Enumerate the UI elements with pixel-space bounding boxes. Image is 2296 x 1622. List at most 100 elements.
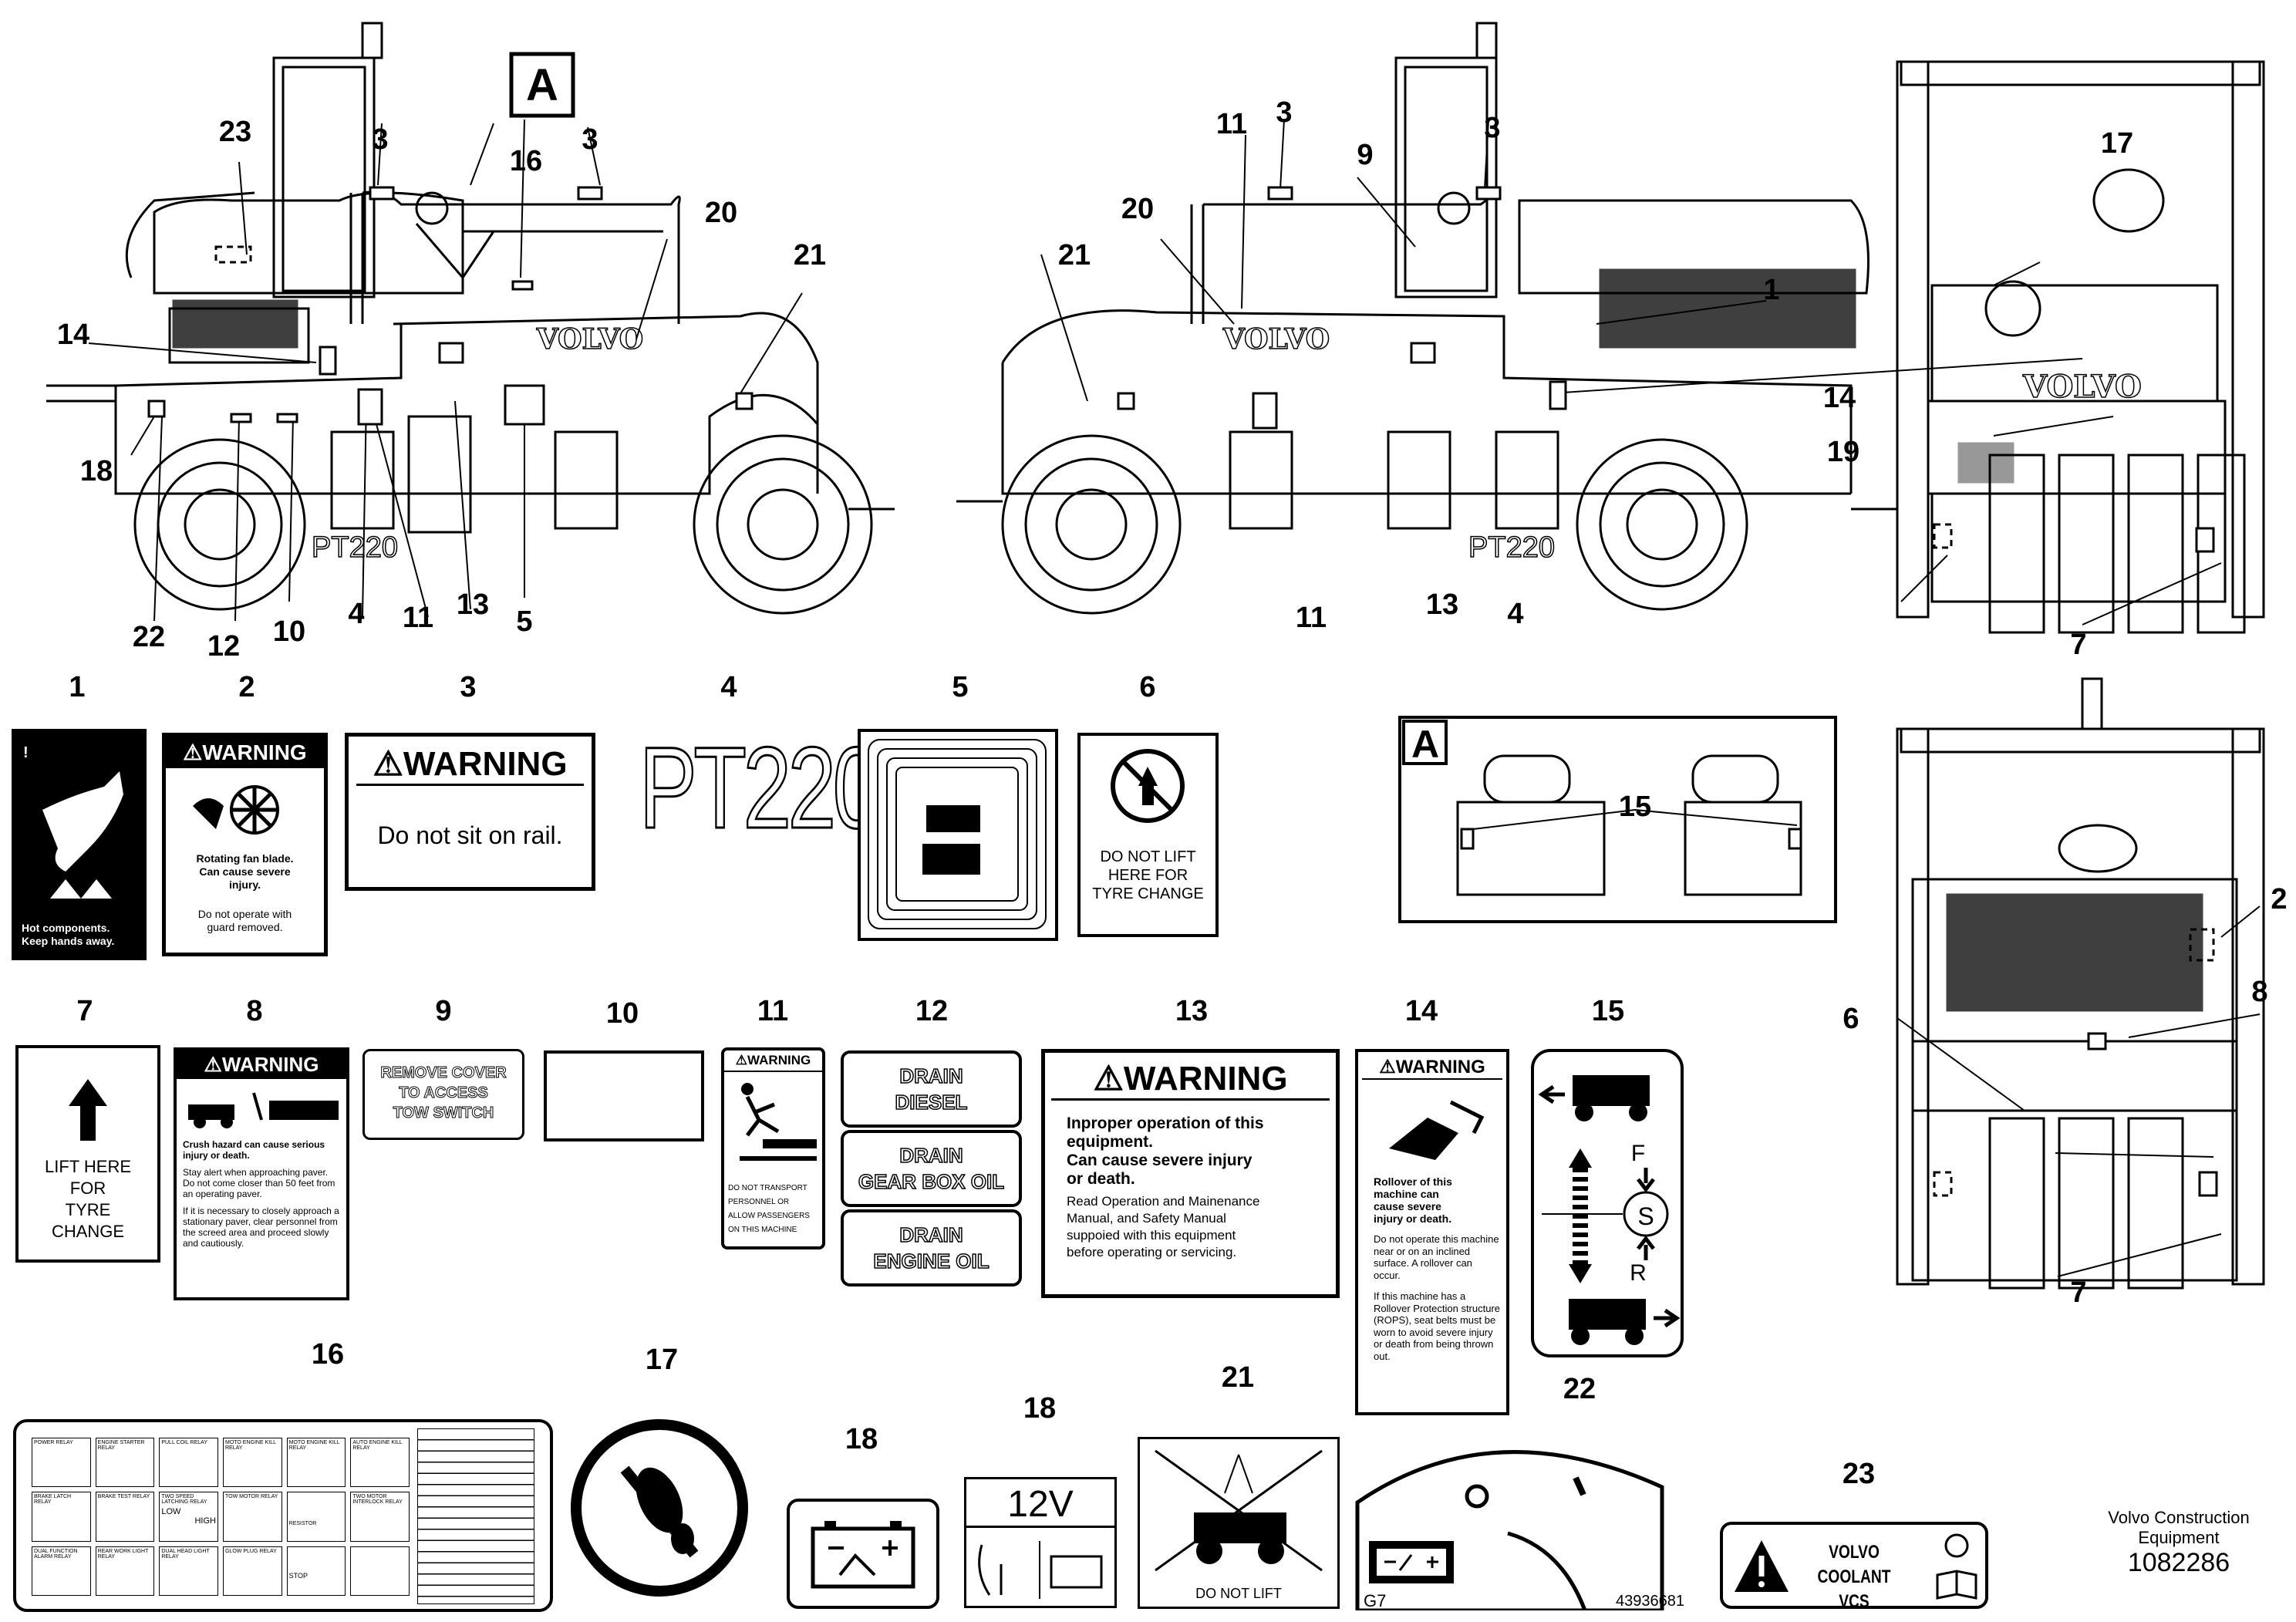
relay-cell: STOP [286, 1546, 346, 1596]
decal-11-number: 11 [757, 995, 789, 1027]
callout-19: 19 [1826, 436, 1860, 468]
decal-3-number: 3 [460, 671, 477, 703]
decal-1-hot-components: ! Hot components. Keep hands away. [12, 729, 147, 960]
decal-18a-battery-switch [787, 1499, 939, 1609]
footer: Volvo Construction Equipment 1082286 [2094, 1508, 2264, 1578]
decal-2-line3: injury. [229, 878, 261, 891]
decal-13-b2: equipment. [1067, 1133, 1154, 1151]
decal-14-header: ⚠WARNING [1362, 1056, 1502, 1080]
decal-7-line3: TYRE [65, 1200, 111, 1219]
decal-13-n3: suppоied with this equipment [1067, 1228, 1236, 1243]
decal-7-line4: CHANGE [51, 1222, 125, 1241]
decal-22-part: 43936681 [1616, 1593, 1684, 1610]
callout-12: 12 [207, 630, 241, 663]
decal-1-number: 1 [69, 671, 86, 703]
callout-14: 14 [56, 319, 90, 351]
footer-line2: Equipment [2138, 1528, 2220, 1547]
decal-12-number: 12 [915, 995, 949, 1027]
rollover-icon [1389, 1100, 1485, 1160]
relay-high: HIGH [194, 1516, 216, 1526]
decal-14-b3: cause severe [1374, 1200, 1441, 1212]
callout-10: 10 [272, 615, 306, 648]
exclamation-icon: ! [23, 744, 29, 761]
decal-9-line1: REMOVE COVER [380, 1064, 507, 1082]
callout-20: 20 [704, 197, 738, 229]
decal-12-drain-diesel: DRAIN DIESEL [841, 1050, 1022, 1128]
relay-cell: DUAL FUNCTION ALARM RELAY [32, 1546, 91, 1596]
relay-cell: TWO SPEED LATCHING RELAY LOW HIGH [159, 1492, 218, 1542]
front-view [1896, 60, 2265, 634]
relay-cell: AUTO ENGINE KILL RELAY [350, 1438, 410, 1488]
relay-resistor: RESISTOR [288, 1521, 317, 1527]
relay-cell: BRAKE TEST RELAY [95, 1492, 155, 1542]
callout-4: 4 [1507, 598, 1524, 630]
callout-3: 3 [1484, 112, 1501, 144]
decal-15-r: R [1630, 1260, 1647, 1286]
decal-16-relay-chart: POWER RELAY ENGINE STARTER RELAY PULL CO… [13, 1419, 553, 1612]
relay-cell: RESISTOR [286, 1492, 346, 1542]
decal-11-line1: DO NOT TRANSPORT [728, 1184, 807, 1192]
callout-3: 3 [582, 123, 598, 156]
decal-13-b1: Inproper operation of this [1067, 1114, 1264, 1132]
hand-burn-icon [42, 771, 123, 899]
decal-13-b3: Can cause severe injury [1067, 1152, 1253, 1169]
callout-22: 22 [132, 621, 166, 653]
footer-code: 1082286 [2127, 1548, 2230, 1577]
fan-blade-icon [193, 785, 279, 835]
decal-8-number: 8 [246, 995, 263, 1027]
decal-3-body: Do not sit on rail. [377, 821, 563, 849]
model-badge-right: PT220 [1468, 531, 1555, 564]
decal-13-number: 13 [1175, 995, 1209, 1027]
detail-a-letter: A [1411, 723, 1439, 766]
relay-cell: REAR WORK LIGHT RELAY [95, 1546, 155, 1596]
relay-cell: DUAL HEAD LIGHT RELAY [159, 1546, 218, 1596]
falling-person-icon [740, 1083, 817, 1161]
decal-14-number: 14 [1404, 995, 1438, 1027]
lift-points-diagram-icon [868, 739, 1047, 929]
decal-7-line1: LIFT HERE [44, 1157, 132, 1176]
no-lift-icon [1111, 749, 1185, 823]
relay-table-lines [417, 1428, 534, 1604]
decal-6-line1: DO NOT LIFT [1100, 848, 1196, 865]
decal-9-line3: TOW SWITCH [393, 1104, 494, 1122]
decal-13-header: ⚠WARNING [1051, 1059, 1330, 1101]
relay-cell: BRAKE LATCH RELAY [32, 1492, 91, 1542]
callout-13: 13 [1425, 588, 1459, 621]
callout-23: 23 [218, 116, 252, 148]
relay-stop: STOP [288, 1571, 308, 1580]
decal-14-b1: Rollover of this [1374, 1175, 1452, 1188]
decal-3-header: ⚠WARNING [356, 744, 584, 786]
decal-23-coolant: VOLVO COOLANT VCS [1720, 1522, 1988, 1612]
decal-12a-line1: DRAIN [899, 1064, 964, 1088]
relay-cell: GLOW PLUG RELAY [222, 1546, 282, 1596]
decal-8-p1: Crush hazard can cause serious injury or… [183, 1139, 325, 1161]
callout-1: 1 [1763, 274, 1780, 306]
decal-13-n1: Read Operation and Mainenance [1067, 1194, 1260, 1209]
decal-15-fsr-direction: F S R [1531, 1049, 1684, 1357]
decal-21-text: DO NOT LIFT [1195, 1586, 1282, 1601]
decal-22-code: G7 [1364, 1591, 1387, 1610]
detail-a-callout-letter: A [526, 60, 558, 110]
decal-12-drain-engine-oil: DRAIN ENGINE OIL [841, 1209, 1022, 1286]
decal-5-number: 5 [952, 671, 969, 703]
decal-13-b4: or death. [1067, 1170, 1135, 1188]
warning-triangle-icon [1735, 1540, 1789, 1592]
relay-low: LOW [161, 1507, 181, 1517]
decal-4-number: 4 [720, 671, 737, 703]
decal-14-rollover-warning: ⚠WARNING Rollover of this machine can ca… [1355, 1049, 1509, 1415]
footer-line1: Volvo Construction [2108, 1508, 2250, 1527]
decal-6-line3: TYRE CHANGE [1092, 885, 1204, 902]
decal-12b-line1: DRAIN [899, 1143, 964, 1168]
decal-18a-number: 18 [845, 1423, 878, 1455]
callout-7: 7 [2070, 1276, 2087, 1309]
decal-2-line5: guard removed. [207, 921, 283, 933]
battery-disconnect-icon [811, 1521, 915, 1589]
decal-12-drain-gearbox: DRAIN GEAR BOX OIL [841, 1130, 1022, 1207]
decal-8-p2: Stay alert when approaching paver. Do no… [183, 1167, 335, 1199]
decal-18b-number: 18 [1023, 1392, 1057, 1425]
decal-7-lift-here: LIFT HERE FOR TYRE CHANGE [15, 1045, 160, 1263]
decal-8-p3: If it is necessary to closely approach a… [183, 1206, 339, 1249]
relay-cell: PULL COIL RELAY [159, 1438, 218, 1488]
decal-21-number: 21 [1221, 1361, 1255, 1394]
decal-11-header: ⚠WARNING [724, 1050, 822, 1072]
